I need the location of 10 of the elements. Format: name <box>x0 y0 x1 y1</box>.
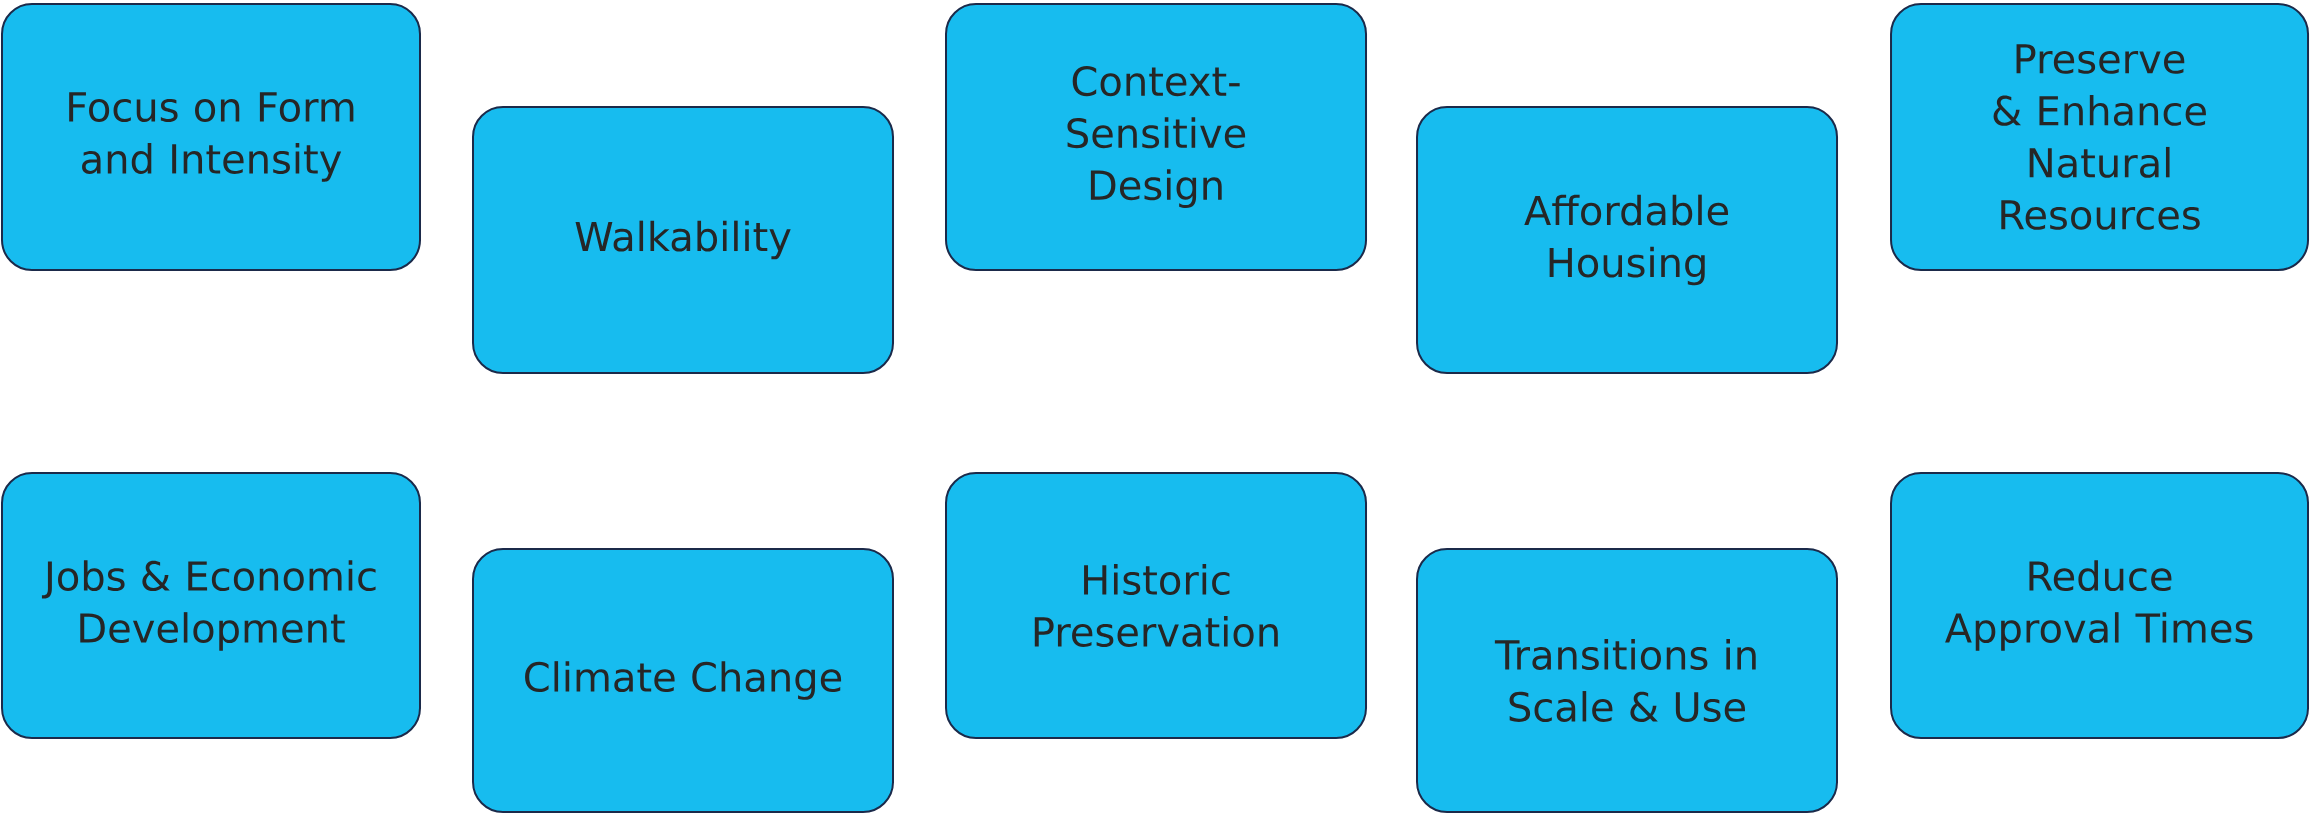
topic-box: Climate Change <box>472 548 894 813</box>
topic-box: Historic Preservation <box>945 472 1367 739</box>
topic-box: Transitions in Scale & Use <box>1416 548 1838 813</box>
topic-box: Reduce Approval Times <box>1890 472 2310 739</box>
topic-box: Walkability <box>472 106 894 374</box>
topic-box: Affordable Housing <box>1416 106 1838 374</box>
topic-box: Context-Sensitive Design <box>945 3 1367 271</box>
topic-box: Focus on Form and Intensity <box>1 3 421 271</box>
topic-box: Preserve & Enhance Natural Resources <box>1890 3 2310 271</box>
topic-box: Jobs & Economic Development <box>1 472 421 739</box>
